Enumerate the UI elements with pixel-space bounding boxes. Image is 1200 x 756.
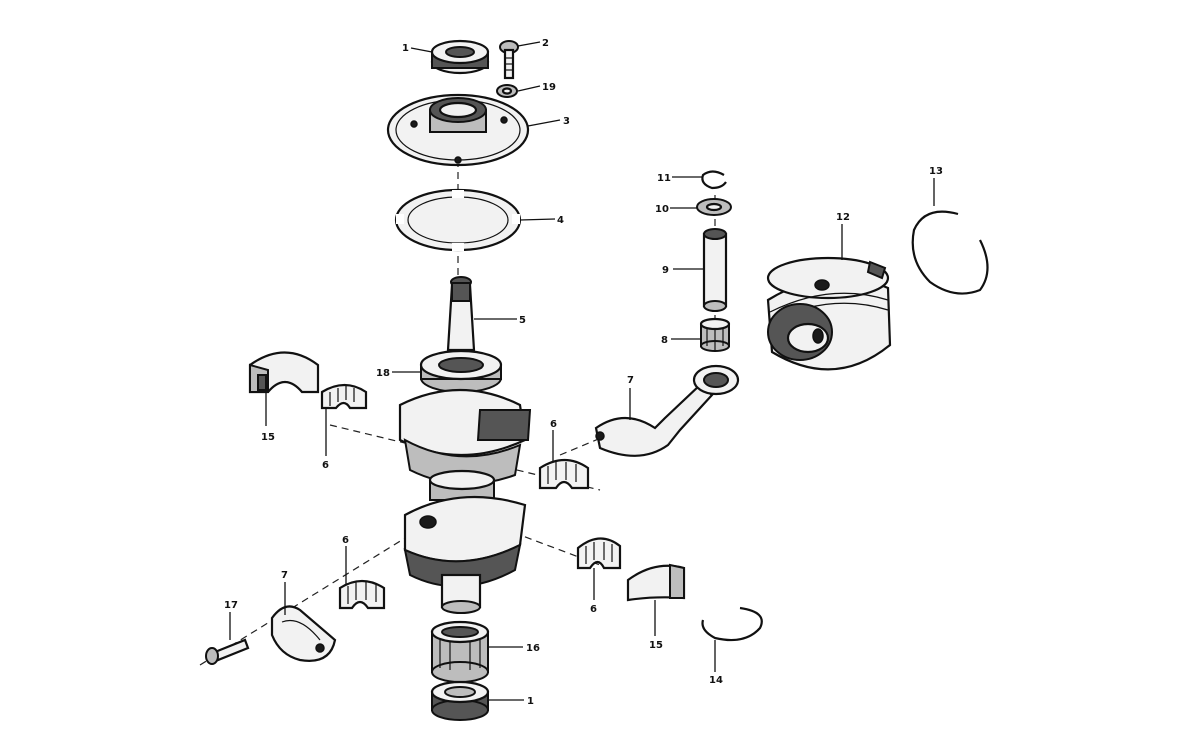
needle-cage-left xyxy=(320,383,368,410)
callout-12: 12 xyxy=(836,212,850,223)
callout-7-rod: 7 xyxy=(627,375,634,386)
callout-15-left: 15 xyxy=(261,432,275,443)
roller-bearing-lower xyxy=(430,620,490,683)
callout-5: 5 xyxy=(519,315,526,326)
screw xyxy=(499,40,519,80)
needle-cage-mid xyxy=(538,458,590,490)
cap-bolt xyxy=(205,638,250,665)
connecting-rod xyxy=(594,364,740,457)
callout-10: 10 xyxy=(655,204,669,215)
piston xyxy=(766,256,892,371)
callout-4: 4 xyxy=(557,215,564,226)
callout-labels: 1 2 19 3 4 5 18 15 6 6 6 6 7 7 8 9 10 11… xyxy=(224,38,943,707)
callout-2: 2 xyxy=(542,38,549,49)
retaining-ring-small xyxy=(701,606,763,642)
callout-6-left: 6 xyxy=(322,460,329,471)
callout-9: 9 xyxy=(662,265,669,276)
callout-6-mid: 6 xyxy=(550,419,557,430)
bearing-housing-flange xyxy=(386,93,530,167)
wrist-pin-clip xyxy=(701,170,727,190)
callout-18: 18 xyxy=(376,368,390,379)
lockwasher xyxy=(496,84,518,98)
callout-11: 11 xyxy=(657,173,671,184)
callout-3: 3 xyxy=(563,116,570,127)
bearing-shell-right xyxy=(626,563,686,602)
callout-1-bottom: 1 xyxy=(527,696,534,707)
callout-17: 17 xyxy=(224,600,238,611)
needle-bearing-small xyxy=(699,317,731,352)
seal-top xyxy=(430,39,490,75)
piston-ring xyxy=(911,210,989,295)
callout-19: 19 xyxy=(542,82,556,93)
callout-6-right: 6 xyxy=(590,604,597,615)
needle-cage-low xyxy=(338,579,386,610)
callout-13: 13 xyxy=(929,166,943,177)
callout-15-right: 15 xyxy=(649,640,663,651)
callout-1-top: 1 xyxy=(402,43,409,54)
bearing-shell-left xyxy=(248,351,320,394)
callout-8: 8 xyxy=(661,335,668,346)
gasket xyxy=(394,188,522,252)
thrust-washer xyxy=(696,198,732,216)
connecting-rod-cap xyxy=(270,605,337,662)
callout-16: 16 xyxy=(526,643,540,654)
needle-cage-right xyxy=(576,537,622,570)
callout-14: 14 xyxy=(709,675,723,686)
seal-bottom xyxy=(430,680,490,721)
callout-6-low: 6 xyxy=(342,535,349,546)
wrist-pin xyxy=(702,228,728,312)
callout-7-cap: 7 xyxy=(281,570,288,581)
crankshaft xyxy=(398,276,532,614)
leader-lines xyxy=(229,41,935,701)
